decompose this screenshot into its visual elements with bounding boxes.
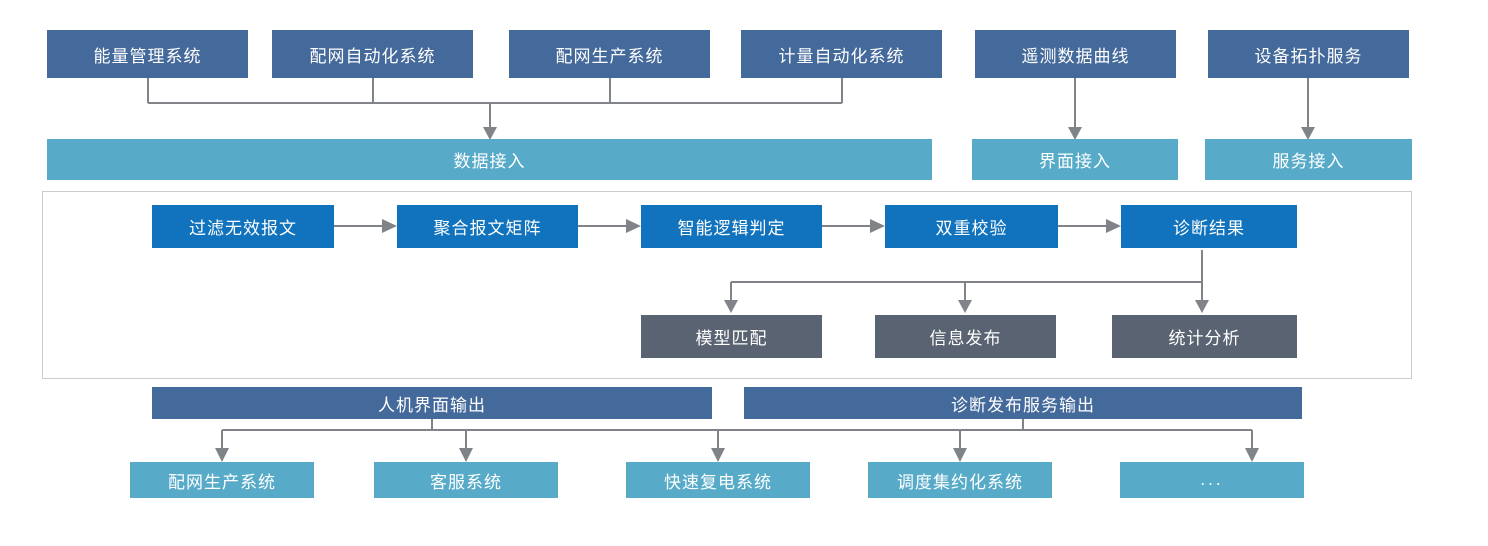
- source-label: 能量管理系统: [93, 46, 202, 66]
- source-box-energy-management[interactable]: 能量管理系统: [47, 30, 248, 78]
- source-box-metering-automation[interactable]: 计量自动化系统: [741, 30, 942, 78]
- source-label: 计量自动化系统: [778, 46, 905, 66]
- consumer-label: 客服系统: [430, 472, 502, 492]
- output-label: 诊断发布服务输出: [951, 395, 1095, 415]
- consumer-label: 快速复电系统: [664, 472, 772, 492]
- source-box-distribution-automation[interactable]: 配网自动化系统: [272, 30, 473, 78]
- pipeline-label: 智能逻辑判定: [677, 219, 786, 238]
- result-box-information-publish[interactable]: 信息发布: [875, 315, 1056, 358]
- pipeline-box-aggregate-message-matrix[interactable]: 聚合报文矩阵: [397, 205, 578, 248]
- pipeline-box-diagnosis-result[interactable]: 诊断结果: [1121, 205, 1297, 248]
- output-bar-diagnosis-publish-service[interactable]: 诊断发布服务输出: [744, 387, 1302, 419]
- output-label: 人机界面输出: [378, 395, 486, 415]
- output-bar-hmi[interactable]: 人机界面输出: [152, 387, 712, 419]
- consumer-box-fast-power-restoration[interactable]: 快速复电系统: [626, 462, 810, 498]
- consumer-label: 调度集约化系统: [897, 472, 1023, 492]
- pipeline-label: 诊断结果: [1173, 219, 1245, 238]
- pipeline-box-intelligent-logic-decision[interactable]: 智能逻辑判定: [641, 205, 822, 248]
- consumer-box-dispatch-intensive[interactable]: 调度集约化系统: [868, 462, 1052, 498]
- access-label: 界面接入: [1039, 152, 1111, 171]
- consumer-box-more[interactable]: ...: [1120, 462, 1304, 498]
- pipeline-label: 双重校验: [935, 219, 1008, 238]
- access-bar-data[interactable]: 数据接入: [47, 139, 932, 180]
- consumer-label: 配网生产系统: [168, 472, 276, 492]
- source-label: 配网生产系统: [555, 46, 664, 66]
- source-label: 配网自动化系统: [309, 46, 436, 66]
- source-box-device-topology-service[interactable]: 设备拓扑服务: [1208, 30, 1409, 78]
- source-label: 设备拓扑服务: [1254, 46, 1363, 66]
- consumer-box-customer-service[interactable]: 客服系统: [374, 462, 558, 498]
- result-box-model-matching[interactable]: 模型匹配: [641, 315, 822, 358]
- source-box-telemetry-curve[interactable]: 遥测数据曲线: [975, 30, 1176, 78]
- pipeline-label: 过滤无效报文: [189, 219, 297, 238]
- result-label: 信息发布: [929, 329, 1002, 348]
- result-label: 模型匹配: [695, 329, 768, 348]
- access-bar-ui[interactable]: 界面接入: [972, 139, 1178, 180]
- consumer-label: ...: [1200, 470, 1224, 489]
- consumer-box-distribution-production[interactable]: 配网生产系统: [130, 462, 314, 498]
- result-label: 统计分析: [1168, 329, 1241, 348]
- pipeline-box-filter-invalid-messages[interactable]: 过滤无效报文: [152, 205, 334, 248]
- access-label: 服务接入: [1272, 152, 1345, 171]
- pipeline-box-dual-verification[interactable]: 双重校验: [885, 205, 1058, 248]
- access-bar-service[interactable]: 服务接入: [1205, 139, 1412, 180]
- access-label: 数据接入: [453, 152, 526, 171]
- source-label: 遥测数据曲线: [1021, 46, 1130, 66]
- pipeline-label: 聚合报文矩阵: [433, 219, 542, 238]
- source-box-distribution-production[interactable]: 配网生产系统: [509, 30, 710, 78]
- result-box-statistical-analysis[interactable]: 统计分析: [1112, 315, 1297, 358]
